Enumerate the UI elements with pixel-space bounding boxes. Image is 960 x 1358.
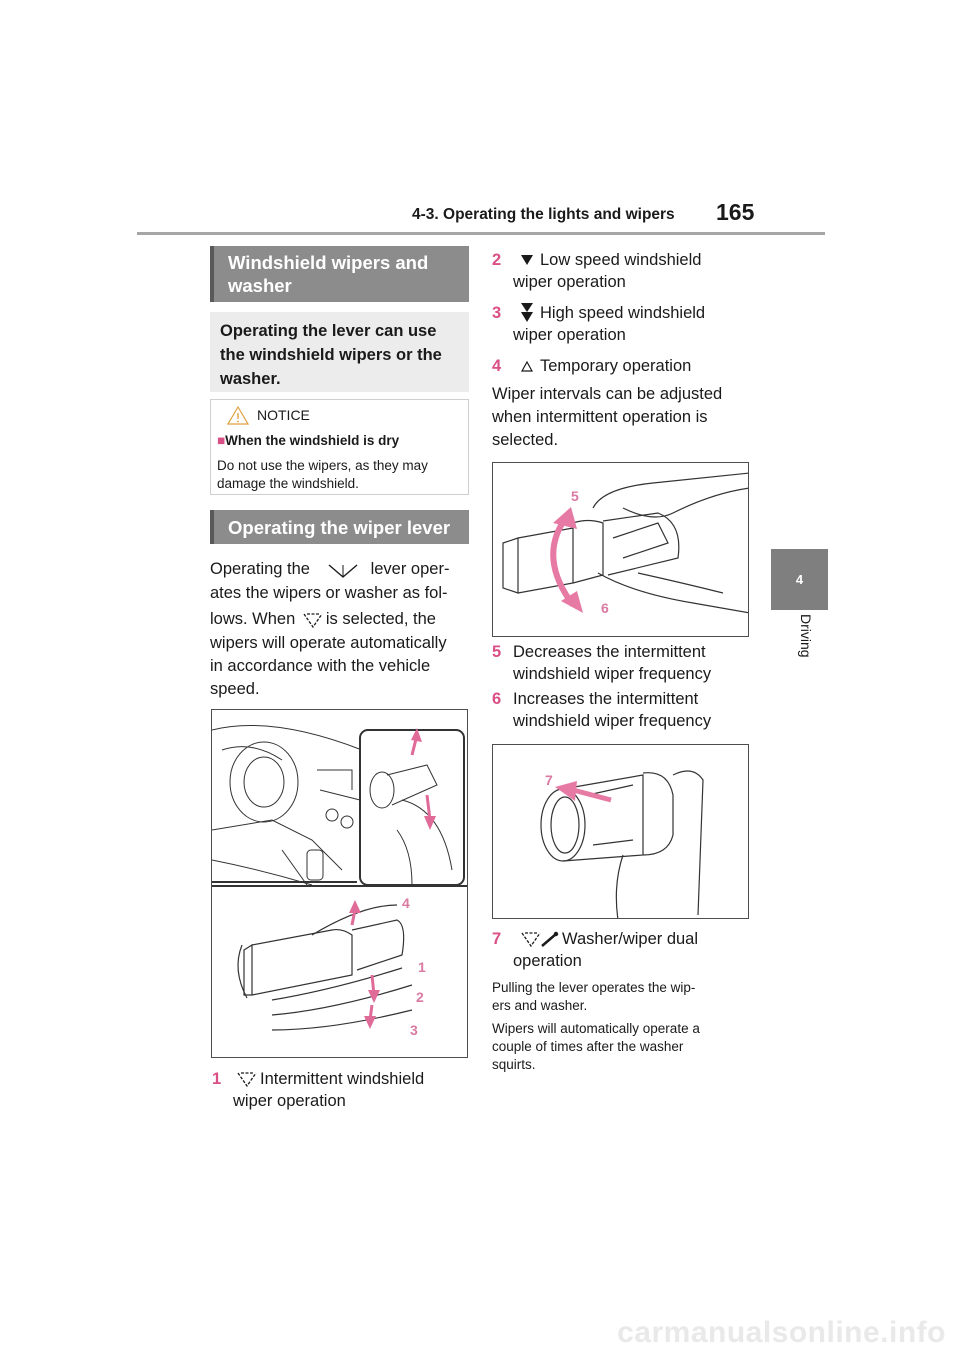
note-line: couple of times after the washer xyxy=(492,1039,684,1054)
item-text: wiper operation xyxy=(513,273,626,291)
wiper-low-icon xyxy=(521,255,533,265)
para-line: selected. xyxy=(492,431,559,449)
note-line: ers and washer. xyxy=(492,998,588,1013)
item-number: 7 xyxy=(492,930,502,948)
chapter-number: 4 xyxy=(795,572,804,587)
wiper-high-icon xyxy=(521,303,533,322)
fig2-label-6: 6 xyxy=(601,600,609,616)
item-text: Increases the intermittent xyxy=(513,690,699,708)
note-automatic: Wipers will automatically operate a coup… xyxy=(492,1020,772,1074)
interval-dial-illustration: 5 6 xyxy=(502,472,748,616)
fig1-label-2: 2 xyxy=(416,989,424,1005)
list-item-6: 6 Increases the intermittent windshield … xyxy=(492,688,772,734)
para-line: in accordance with the vehicle xyxy=(210,657,431,675)
chapter-label: Driving xyxy=(798,614,814,658)
list-item-3: 3 High speed windshield wiper operation xyxy=(492,302,772,348)
note-pulling: Pulling the lever operates the wip- ers … xyxy=(492,979,772,1015)
note-line: Pulling the lever operates the wip- xyxy=(492,980,696,995)
fig1-label-1: 1 xyxy=(418,959,426,975)
item-text: wiper operation xyxy=(513,326,626,344)
notice-text: Do not use the wipers, as they may damag… xyxy=(217,458,428,491)
para-text: lows. When xyxy=(210,610,296,628)
item-text: Washer/wiper dual xyxy=(562,930,699,948)
fig1-label-4: 4 xyxy=(402,895,410,911)
section-heading-wiper-lever: Operating the wiper lever xyxy=(210,510,469,544)
lead-text: Operating the lever can use the windshie… xyxy=(220,322,442,388)
item-text: windshield wiper frequency xyxy=(513,712,712,730)
fig3-label-7: 7 xyxy=(545,772,553,788)
list-item-7: 7 Washer/wiper dual operation xyxy=(492,928,772,974)
item-text: windshield wiper frequency xyxy=(513,665,712,683)
para-line: ates the wipers or washer as fol- xyxy=(210,584,448,602)
para-line: Wiper intervals can be adjusted xyxy=(492,385,723,403)
wiper-temporary-icon xyxy=(521,361,533,372)
notice-box: NOTICE ■When the windshield is dry Do no… xyxy=(210,399,469,495)
figure-interval-adjust: 5 6 xyxy=(492,462,749,637)
notice-subtitle: ■When the windshield is dry xyxy=(217,433,399,448)
note-line: squirts. xyxy=(492,1057,536,1072)
para-text: is selected, the xyxy=(325,610,436,628)
item-number: 1 xyxy=(212,1070,222,1088)
washer-lever-illustration: 7 xyxy=(540,770,704,918)
lead-box: Operating the lever can use the windshie… xyxy=(210,312,469,392)
para-line: when intermittent operation is xyxy=(492,408,708,426)
list-item-4: 4 Temporary operation xyxy=(492,355,772,377)
fig1-label-3: 3 xyxy=(410,1022,418,1038)
warning-triangle-icon xyxy=(227,405,249,425)
item-text: Temporary operation xyxy=(540,357,692,375)
section-header-title: 4-3. Operating the lights and wipers xyxy=(412,206,675,223)
section-heading-text: Operating the wiper lever xyxy=(228,517,451,538)
item-text: operation xyxy=(513,952,582,970)
washer-wiper-icon xyxy=(521,931,559,948)
item-number: 5 xyxy=(492,643,502,661)
item-text: wiper operation xyxy=(233,1092,346,1110)
figure-washer-pull: 7 xyxy=(492,744,749,919)
wiper-auto-icon xyxy=(328,564,358,578)
header-rule xyxy=(137,232,825,235)
square-bullet-icon: ■ xyxy=(217,433,226,448)
item-text: High speed windshield xyxy=(540,304,706,322)
para-text: lever oper- xyxy=(370,560,450,578)
para-line: wipers will operate automatically xyxy=(210,634,447,652)
item-text: Decreases the intermittent xyxy=(513,643,706,661)
item-number: 6 xyxy=(492,690,502,708)
para-line: speed. xyxy=(210,680,260,698)
notice-title: NOTICE xyxy=(257,407,310,423)
wiper-intermittent-icon xyxy=(303,612,323,628)
wiper-intermittent-icon xyxy=(237,1072,257,1088)
wiper-lever-illustration: 4 1 2 3 xyxy=(212,725,467,1038)
list-item-2: 2 Low speed windshield wiper operation xyxy=(492,249,772,295)
item-text: Low speed windshield xyxy=(540,251,702,269)
item-number: 2 xyxy=(492,251,502,269)
item-text: Intermittent windshield xyxy=(260,1070,425,1088)
item-number: 3 xyxy=(492,304,502,322)
list-item-5: 5 Decreases the intermittent windshield … xyxy=(492,641,772,687)
section-heading-text: Windshield wipers and washer xyxy=(228,252,429,296)
item-number: 4 xyxy=(492,357,502,375)
notice-subtitle-text: When the windshield is dry xyxy=(225,433,400,448)
chapter-tab: 4 xyxy=(771,549,828,610)
fig2-label-5: 5 xyxy=(571,488,579,504)
intro-paragraph: Operating the lever oper- ates the wiper… xyxy=(210,558,472,701)
page-number: 165 xyxy=(716,199,755,225)
list-item-1: 1 Intermittent windshield wiper operatio… xyxy=(212,1068,472,1114)
note-line: Wipers will automatically operate a xyxy=(492,1021,700,1036)
section-heading-wipers-washer: Windshield wipers and washer xyxy=(210,246,469,302)
intervals-paragraph: Wiper intervals can be adjusted when int… xyxy=(492,383,772,452)
watermark: carmanualsonline.info xyxy=(617,1316,946,1349)
para-text: Operating the xyxy=(210,560,310,578)
figure-wiper-lever-positions: 4 1 2 3 xyxy=(211,709,468,1058)
